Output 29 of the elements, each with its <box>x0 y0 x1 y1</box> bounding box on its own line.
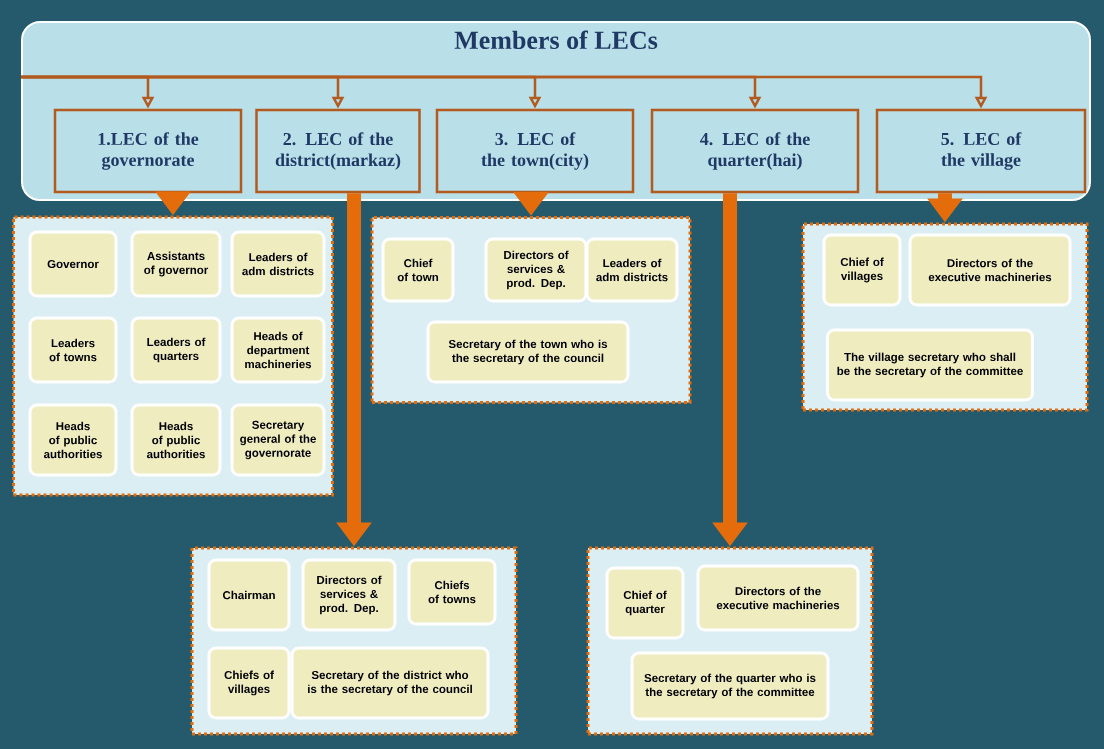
member-box: Directors of services & prod. Dep. <box>301 558 397 632</box>
member-box: Heads of public authorities <box>28 403 118 477</box>
member-box: The village secretary who shall be the secretary of the committee <box>826 328 1034 402</box>
member-box: Leaders of towns <box>28 316 118 384</box>
member-box: Secretary of the town who is the secretary of the council <box>426 320 630 384</box>
member-box: Secretary general of the governorate <box>230 403 326 477</box>
member-box: Directors of the executive machineries <box>696 564 860 632</box>
member-box: Chiefs of villages <box>207 646 291 720</box>
member-box: Directors of services & prod. Dep. <box>484 237 588 303</box>
member-box: Chief of villages <box>822 233 902 307</box>
member-box: Chairman <box>207 558 291 632</box>
member-box: Assistants of governor <box>130 230 222 298</box>
committee-box: 3. LEC of the town(city) <box>435 108 635 194</box>
member-box: Leaders of adm districts <box>585 237 679 303</box>
member-box: Governor <box>28 230 118 298</box>
committee-box: 5. LEC of the village <box>875 108 1087 194</box>
committee-box: 2. LEC of the district(markaz) <box>255 108 421 194</box>
member-box: Chief of quarter <box>605 566 685 640</box>
member-box: Heads of public authorities <box>130 403 222 477</box>
member-box: Heads of department machineries <box>230 316 326 384</box>
committee-box: 1.LEC of the governorate <box>53 108 243 194</box>
committee-box: 4. LEC of the quarter(hai) <box>650 108 860 194</box>
member-box: Secretary of the district who is the secretary of the council <box>290 646 490 720</box>
member-box: Secretary of the quarter who is the secretary of the committee <box>630 651 830 721</box>
member-box: Leaders of quarters <box>130 316 222 384</box>
member-box: Directors of the executive machineries <box>908 233 1072 307</box>
member-box: Leaders of adm districts <box>230 230 326 298</box>
member-box: Chief of town <box>381 237 455 303</box>
member-box: Chiefs of towns <box>407 558 497 626</box>
